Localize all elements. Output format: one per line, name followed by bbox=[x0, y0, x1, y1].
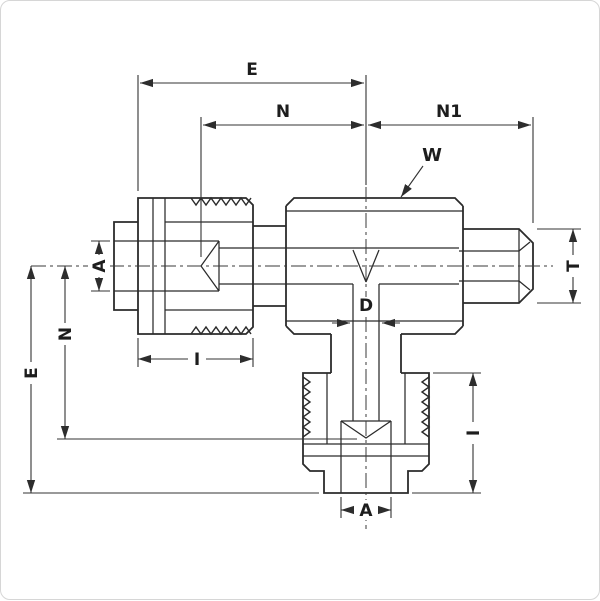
dim-label-backing bbox=[54, 323, 76, 345]
dim-label-n1-top: N1 bbox=[436, 102, 462, 122]
dim-label-e-top: E bbox=[246, 60, 258, 80]
left-nut-body bbox=[137, 197, 254, 335]
dim-label-backing bbox=[20, 362, 42, 384]
dim-label-i-right: I bbox=[464, 430, 484, 436]
dim-label-a-left: A bbox=[90, 259, 110, 273]
dimension-t-right: T bbox=[537, 228, 584, 304]
dimension-n-left: N bbox=[54, 266, 357, 440]
dimension-a-left: A bbox=[88, 240, 110, 292]
dim-label-e-left: E bbox=[22, 367, 42, 379]
dimension-w: W bbox=[400, 145, 442, 198]
dim-label-backing bbox=[187, 350, 207, 368]
dim-label-d-center: D bbox=[359, 296, 373, 316]
dimension-n-top: N bbox=[200, 102, 364, 257]
dim-label-i-bottom-left: I bbox=[194, 350, 200, 370]
centerlines bbox=[31, 187, 553, 529]
left-neck bbox=[253, 225, 286, 307]
dimension-e-top: E bbox=[137, 60, 367, 191]
dimension-e-left: E bbox=[20, 266, 319, 494]
dimension-i-bottom-left: I bbox=[137, 338, 254, 370]
dim-label-t-right: T bbox=[564, 260, 584, 272]
left-nut bbox=[113, 196, 286, 336]
bottom-nut-serration-left bbox=[301, 376, 312, 438]
dim-label-a-bottom: A bbox=[359, 501, 373, 521]
left-nut-serration-top bbox=[190, 196, 252, 207]
left-nut-serration-bottom bbox=[190, 325, 252, 336]
dim-label-backing bbox=[88, 255, 110, 277]
dimension-a-bottom: A bbox=[340, 497, 392, 521]
tee-body bbox=[285, 197, 464, 373]
dimension-d-center: D bbox=[332, 296, 400, 328]
dim-label-backing bbox=[462, 422, 484, 444]
dim-label-n-top: N bbox=[276, 102, 290, 122]
dim-label-w: W bbox=[422, 145, 442, 166]
dim-label-n-left: N bbox=[56, 327, 76, 341]
dimension-n1-top: N1 bbox=[368, 102, 534, 223]
body-outline bbox=[285, 197, 464, 373]
bore-lines bbox=[114, 240, 531, 493]
dim-label-backing bbox=[355, 500, 377, 520]
dim-label-backing bbox=[562, 255, 584, 277]
dimension-i-right: I bbox=[412, 372, 484, 494]
body-hex-flats bbox=[286, 210, 463, 322]
branch-bore bbox=[352, 284, 380, 421]
dim-label-backing bbox=[355, 297, 377, 315]
bottom-nut-serration-right bbox=[420, 376, 431, 438]
right-port-bore bbox=[459, 241, 531, 291]
